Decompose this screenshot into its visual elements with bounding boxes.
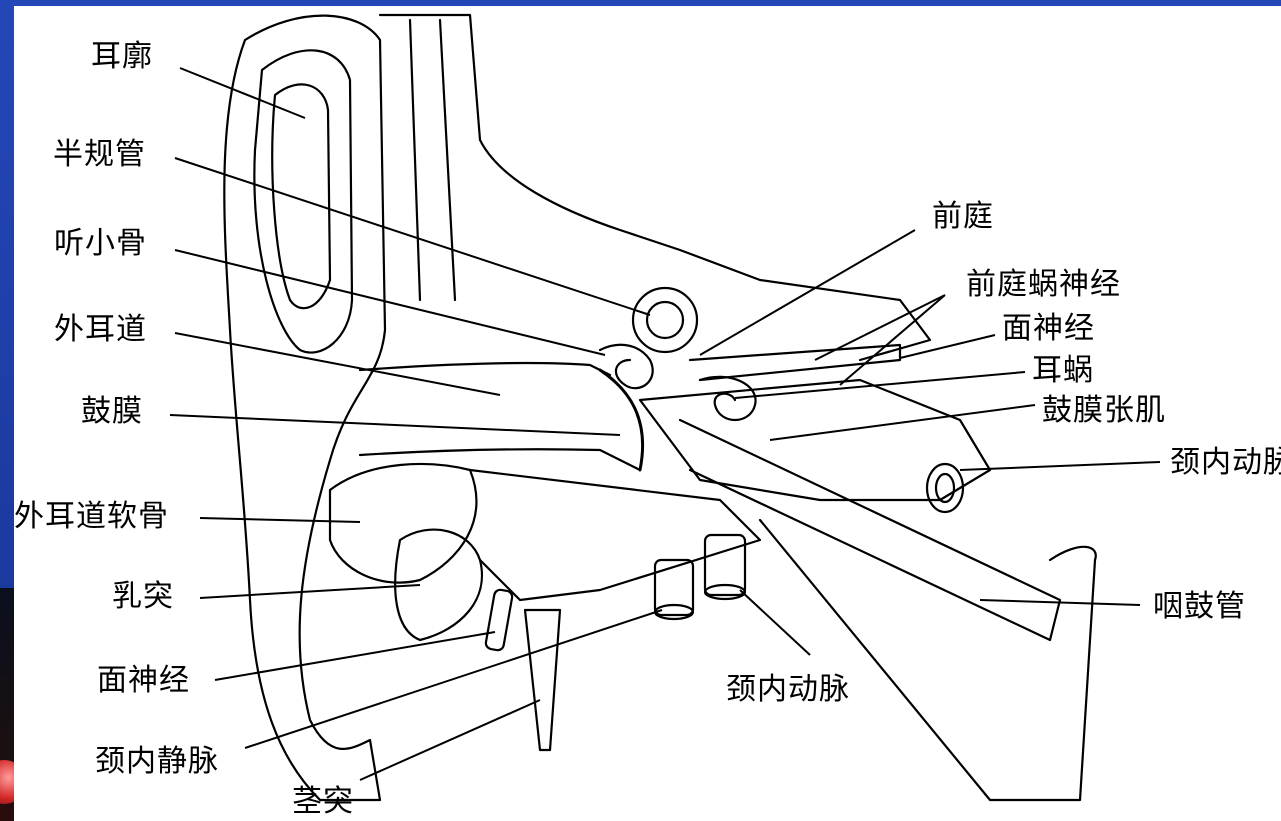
auricle-outline — [224, 16, 385, 800]
leader-carotid-right — [960, 462, 1160, 470]
leader-facial-lower — [215, 632, 495, 680]
label-facial-nerve-upper: 面神经 — [1002, 312, 1095, 346]
leader-facial-upper — [900, 335, 995, 358]
leader-jugular — [245, 610, 662, 748]
label-internal-jugular-vein: 颈内静脉 — [95, 745, 219, 779]
leader-semicircular — [175, 158, 650, 315]
label-internal-carotid-bottom: 颈内动脉 — [726, 673, 850, 707]
temporal-bone-inner — [410, 20, 455, 300]
tympanic-membrane-shape — [600, 370, 643, 470]
label-styloid-process: 茎突 — [292, 785, 354, 819]
label-internal-carotid-right: 颈内动脉 — [1170, 446, 1281, 480]
external-canal-upper — [360, 363, 610, 375]
label-semicircular-canals: 半规管 — [53, 138, 146, 172]
vestibulocochlear-nerve-shape — [690, 345, 900, 380]
label-vestibule: 前庭 — [932, 200, 994, 234]
leader-styloid — [360, 700, 540, 780]
label-facial-nerve-lower: 面神经 — [97, 664, 190, 698]
label-tympanic-membrane: 鼓膜 — [81, 395, 143, 429]
label-external-auditory-canal: 外耳道 — [54, 313, 147, 347]
leader-auricle — [180, 68, 305, 118]
cochlea-shape — [700, 377, 756, 420]
pharyngeal-region — [760, 520, 1096, 800]
auricle-helix — [254, 50, 352, 352]
leader-cartilage — [200, 518, 360, 522]
label-tensor-tympani: 鼓膜张肌 — [1042, 394, 1166, 428]
semicircular-canal-inner — [647, 302, 683, 338]
leader-mastoid — [200, 585, 420, 598]
external-canal-lower — [360, 449, 640, 470]
label-mastoid-process: 乳突 — [112, 580, 174, 614]
styloid-shape — [525, 610, 560, 750]
leader-cochlea — [735, 372, 1025, 398]
facial-nerve-canal — [485, 589, 513, 651]
auricle-inner — [272, 84, 330, 308]
eustachian-tube-shape — [680, 420, 1060, 640]
temporal-bone — [380, 15, 930, 360]
label-eustachian-tube: 咽鼓管 — [1153, 590, 1246, 624]
leader-ossicles — [175, 250, 605, 355]
label-auricle: 耳廓 — [91, 40, 153, 74]
leader-carotid-bottom — [740, 590, 810, 655]
carotid-artery-right — [927, 464, 963, 512]
canal-cartilage-shape — [330, 464, 476, 583]
leader-vestibule — [700, 230, 915, 355]
label-cochlea: 耳蜗 — [1032, 354, 1094, 388]
semicircular-canal-loop — [633, 288, 697, 352]
leader-tensor — [770, 405, 1035, 440]
label-vestibulocochlear-nerve: 前庭蜗神经 — [966, 268, 1121, 302]
label-external-canal-cartilage: 外耳道软骨 — [14, 500, 169, 534]
label-ossicles: 听小骨 — [54, 227, 147, 261]
ossicle-chain — [600, 345, 653, 388]
